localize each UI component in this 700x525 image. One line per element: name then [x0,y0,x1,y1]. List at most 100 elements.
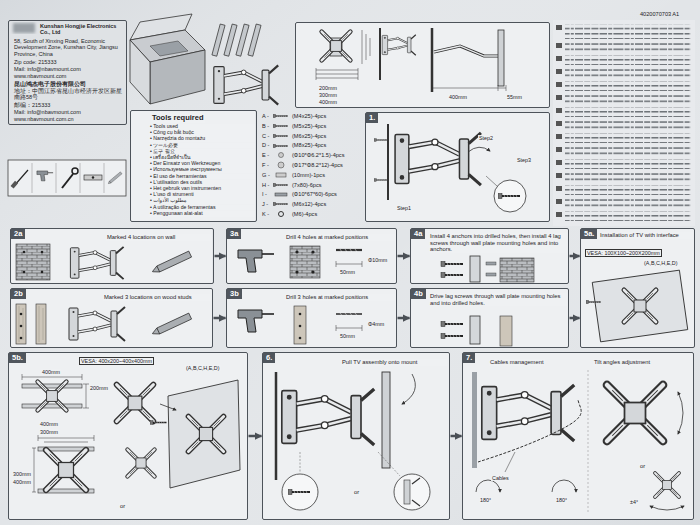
parts-icons [273,134,288,137]
multilingual-warning-text [553,20,695,226]
dimension: 200mm [89,385,109,391]
anchoring-illustration [486,273,496,276]
address: 58, South of Xinxing Road, Economic Deve… [13,38,125,57]
step-arrow [398,317,410,320]
panel-ground [410,228,568,284]
wall-marking-illustration [20,325,23,328]
dimension-drawing [316,28,506,92]
cable-tilt-illustration [678,392,683,434]
wall-marking-illustration [16,304,26,344]
drilling-illustration [336,325,362,331]
step1-illustration [468,147,490,152]
multilingual-warning-text [556,95,562,100]
anchoring-illustration [441,262,463,267]
part-spec: (M6x25)-4pcs [292,133,326,139]
tool-icons [37,171,53,181]
cable-tilt-illustration [607,385,663,441]
dimension-drawing [316,68,358,80]
wall-marking-illustration [20,337,23,340]
drilling-illustration [295,270,298,273]
step-panel: 4aInstall 4 anchors into drilled holes, … [410,228,569,284]
dimension: 400mm [318,99,338,105]
package-illustration [150,50,205,104]
anchoring-illustration [486,262,496,265]
company-name: 昆山鸿杰电子股份有限公司 [13,81,125,87]
tool-icons [11,181,19,189]
bracket-parts [212,24,261,56]
multilingual-warning-text [556,121,562,126]
part-letter: K - [262,211,269,217]
tool-icons [32,163,104,193]
parts-icons [273,124,288,127]
step-arrow [249,435,262,438]
tool-language-item: • L'uso di strumenti [149,192,255,198]
vesa-bracket-illustration [38,435,94,442]
dimension: 300mm [12,471,32,477]
panel-ground [226,228,396,284]
drilling-illustration [238,310,274,332]
step-number: 4a [411,229,425,239]
cable-tilt-illustration [472,370,684,512]
anchoring-illustration [470,256,480,282]
drilling-illustration [336,249,362,251]
multilingual-warning-text [565,81,691,91]
multilingual-warning-text [565,172,691,182]
cable-tilt-illustration [552,480,576,492]
hang-tv-illustration [402,374,415,404]
dimension: Φ10mm [367,257,388,263]
parts-icons [273,144,288,147]
step-arrow [570,317,580,320]
panel-ground [10,288,212,348]
vesa-bracket-illustration [22,404,82,408]
or-note: or [639,463,646,470]
step-number: 3b [227,289,242,299]
or-note: or [119,503,126,510]
multilingual-warning-text [565,159,691,169]
step1-illustration [387,124,389,200]
part-letter: A - [262,113,269,119]
vesa-bracket-illustration [150,421,167,425]
instruction: Marked 3 locations on wood studs [103,294,211,301]
dimension-drawing [379,28,381,80]
vesa-bracket-illustration [22,374,240,493]
tool-language-item: • 도구 필요 [149,149,255,155]
step-arrow [215,255,226,258]
address: 地址：中国江苏省昆山市经济开发区新星南路58号 [13,88,125,101]
instruction: Drill 3 holes at marked positions [285,294,395,301]
multilingual-warning-text [565,120,691,130]
hang-tv-illustration [282,389,374,445]
vesa-spec: VESA: 400x200~400x400mm [79,357,154,365]
dimension: Φ4mm [367,321,385,327]
or-note: or [353,489,360,496]
multilingual-warning-text [556,199,562,204]
part-letter: H - [262,182,269,188]
drilling-illustration [340,313,357,316]
multilingual-warning-text [556,212,562,217]
dimension: 300mm [318,92,338,98]
hang-tv-illustration [300,452,400,476]
tool-language-item: • Narzędzia do montażu [149,136,255,142]
dimension: 300mm [39,429,59,435]
multilingual-warning-text [556,25,562,217]
dimension: 55mm [506,94,523,100]
parts-used: (A,B,C,H,E,D) [643,260,679,266]
drilling-illustration [340,249,357,252]
dimension-drawing [431,28,434,92]
tool-language-item: • A utilização de ferramentas [149,205,255,211]
part-spec: (M5x25)-4pcs [292,123,326,129]
part-letter: I - [262,191,267,197]
dimension-drawing [434,46,498,56]
instruction: Drive lag screws through wall plate moun… [429,293,567,306]
part-letter: B - [262,123,269,129]
anchoring-illustration [500,316,512,346]
tool-language-item: • مطلوب الأدوات [149,198,255,204]
multilingual-warning-text [565,68,691,78]
tool-icons [107,172,122,185]
cable-tilt-illustration [655,473,679,497]
tool-icons [62,174,73,188]
